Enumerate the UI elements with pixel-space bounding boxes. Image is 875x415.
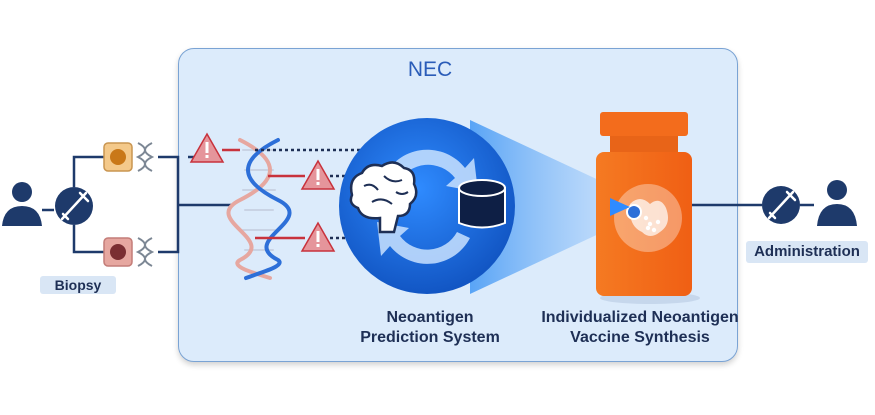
arrow-into-bottle [610,198,630,216]
vaccine-bottle-icon [596,112,700,304]
syringe-icon [55,187,93,225]
dna-helix [226,138,292,280]
flow-beam [470,120,620,294]
patient-icon [2,182,42,226]
branch-lines [72,155,234,254]
mutation-lines [222,148,370,240]
synthesis-label-line2: Vaccine Synthesis [570,329,710,346]
prediction-system-circle [339,118,515,294]
synthesis-label-line1: Individualized Neoantigen [541,309,739,326]
administration-label: Administration [746,241,868,263]
database-icon [458,179,506,229]
brain-icon [349,161,418,234]
administration-syringe-icon [762,186,800,224]
prediction-system-label: Neoantigen Prediction System [340,308,520,348]
tumor-cell-icon [103,142,133,172]
prediction-label-line2: Prediction System [360,329,500,346]
vaccine-synthesis-label: Individualized Neoantigen Vaccine Synthe… [520,308,760,348]
biopsy-label: Biopsy [40,276,116,294]
recipient-patient-icon [817,180,857,226]
warning-icon [189,132,336,252]
dna-icon [135,142,155,267]
nec-title: NEC [407,58,453,81]
prediction-label-line1: Neoantigen [386,309,474,326]
refresh-icon [377,149,478,264]
normal-cell-icon [103,237,133,267]
